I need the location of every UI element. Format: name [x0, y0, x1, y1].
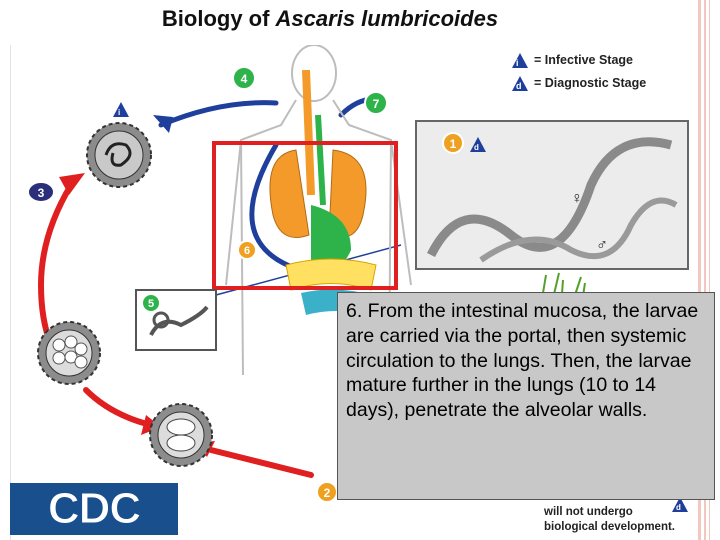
step-number: 7: [373, 97, 380, 111]
legend: i = Infective Stage d = Diagnostic Stage: [512, 53, 646, 91]
legend-mark: d: [516, 81, 522, 91]
step-3-marker: 3: [27, 181, 55, 203]
step-2-marker: 2: [316, 481, 338, 503]
infective-triangle-icon: [113, 102, 129, 117]
legend-label: = Infective Stage: [534, 53, 633, 67]
panel-marker: d: [474, 143, 479, 152]
cdc-logo: CDC: [10, 483, 178, 535]
arrow-head-icon: [153, 115, 173, 133]
left-lung: [269, 149, 310, 238]
step-1-marker: 1: [442, 132, 464, 154]
legend-mark: i: [516, 58, 519, 68]
egg-marker: i: [118, 108, 120, 117]
egg-cleavage: [37, 321, 101, 385]
page-title: Biology of Ascaris lumbricoides: [0, 6, 660, 32]
stomach: [311, 205, 351, 271]
arrow-lower-left: [83, 387, 154, 428]
cdc-logo-text: CDC: [47, 484, 141, 534]
title-prefix: Biology of: [161, 6, 276, 31]
step-4-marker: 4: [232, 66, 256, 90]
egg-two-cell: [149, 403, 213, 467]
step-number: 3: [38, 186, 45, 200]
bottom-note-line1: will not undergo: [544, 506, 633, 518]
slide-border-decoration: [692, 0, 720, 540]
arrow-3-to-egg: [37, 182, 74, 348]
bottom-note-line2: biological development.: [544, 520, 675, 533]
legend-infective: i = Infective Stage: [512, 53, 633, 68]
step-6-callout: 6. From the intestinal mucosa, the larva…: [337, 292, 715, 500]
bottom-marker: d: [676, 503, 681, 512]
step-number: 2: [324, 486, 331, 500]
organs: [269, 69, 377, 315]
title-species: Ascaris lumbricoides: [275, 6, 499, 31]
bottom-note: will not undergo biological development.: [544, 505, 714, 535]
highlight-box: [212, 141, 398, 290]
male-symbol: ♂: [596, 237, 608, 254]
step-number: 1: [450, 137, 457, 151]
diagnostic-triangle-icon: [672, 497, 688, 512]
large-intestine: [285, 258, 377, 291]
step-number: 6: [244, 245, 250, 257]
diagnostic-triangle-icon: [512, 76, 528, 91]
step-5-marker: 5: [141, 293, 161, 313]
step-number: 5: [148, 298, 154, 310]
infective-triangle-icon: [512, 53, 528, 68]
step-6-marker: 6: [237, 240, 257, 260]
arrow-4-top: [158, 100, 279, 128]
cycle-arrows: [37, 182, 314, 478]
step-7-marker: 7: [364, 91, 388, 115]
life-cycle-diagram: i = Infective Stage d = Diagnostic Stage: [10, 45, 701, 540]
arrow-bottom: [208, 447, 314, 478]
step-number: 4: [241, 72, 248, 86]
diagnostic-triangle-icon: [470, 137, 486, 152]
egg-infective: [86, 122, 152, 188]
female-symbol: ♀: [571, 190, 583, 207]
arrow-head-icon: [59, 173, 85, 195]
legend-diagnostic: d = Diagnostic Stage: [512, 76, 646, 91]
legend-label: = Diagnostic Stage: [534, 76, 646, 90]
